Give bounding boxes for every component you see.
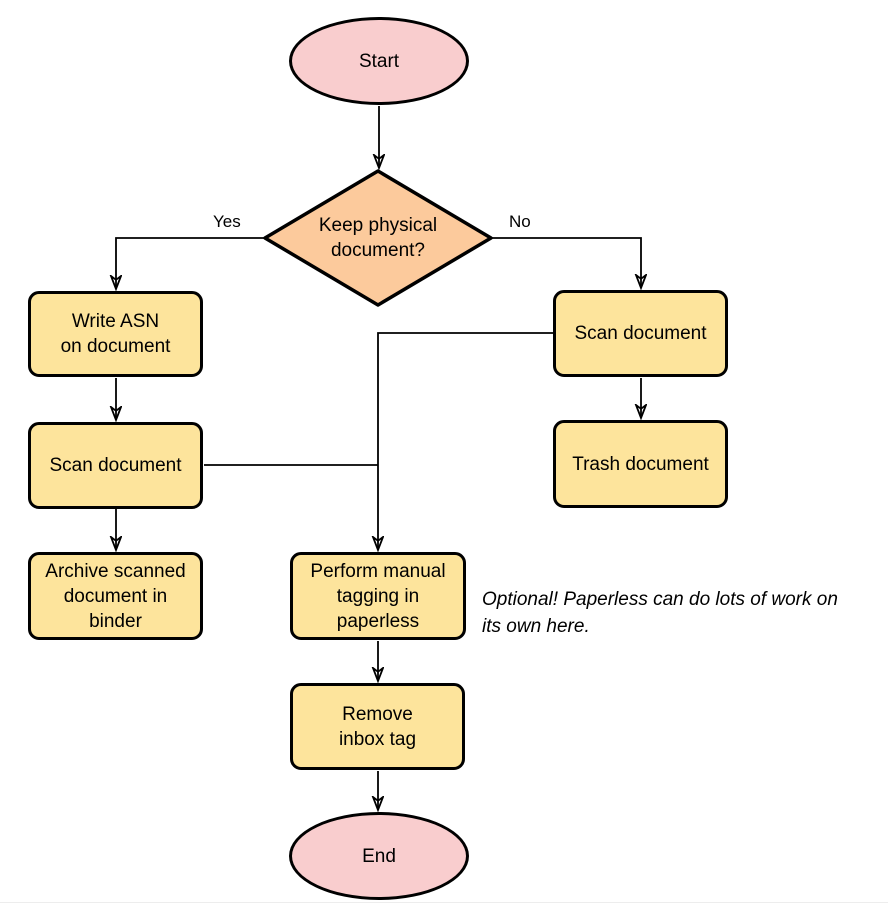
node-remove-inbox-tag: Remove inbox tag <box>290 683 465 770</box>
node-manual-tagging-label: Perform manual tagging in paperless <box>310 560 446 632</box>
edge-scan-right-to-manual-tagging <box>378 332 553 550</box>
node-manual-tagging: Perform manual tagging in paperless <box>290 552 466 640</box>
node-write-asn: Write ASN on document <box>28 291 203 377</box>
edge-decision-yes-to-write-asn <box>116 237 264 289</box>
node-archive-scanned-label: Archive scanned document in binder <box>45 560 186 632</box>
page-bottom-divider <box>0 902 888 903</box>
node-trash-document-label: Trash document <box>572 453 709 475</box>
node-write-asn-label: Write ASN on document <box>60 311 171 357</box>
node-end: End <box>289 812 469 900</box>
decision-diamond-shape <box>263 169 493 307</box>
node-scan-document-right-label: Scan document <box>574 323 707 344</box>
node-scan-document-right: Scan document <box>553 290 728 377</box>
node-end-label: End <box>362 845 396 867</box>
node-keep-physical-document-label: Keep physical document? <box>318 215 438 261</box>
node-trash-document: Trash document <box>553 420 728 508</box>
node-remove-inbox-tag-label: Remove inbox tag <box>338 703 417 750</box>
edge-decision-no-to-scan-right <box>491 237 641 288</box>
node-scan-document-left: Scan document <box>28 422 203 509</box>
node-keep-physical-document: Keep physical document? <box>262 168 494 308</box>
node-start-label: Start <box>358 50 400 72</box>
node-start: Start <box>289 17 469 105</box>
edge-label-no: No <box>507 212 533 232</box>
node-scan-document-left-label: Scan document <box>49 455 182 476</box>
node-archive-scanned: Archive scanned document in binder <box>28 552 203 640</box>
edge-label-yes: Yes <box>211 212 243 232</box>
optional-note: Optional! Paperless can do lots of work … <box>482 589 838 637</box>
